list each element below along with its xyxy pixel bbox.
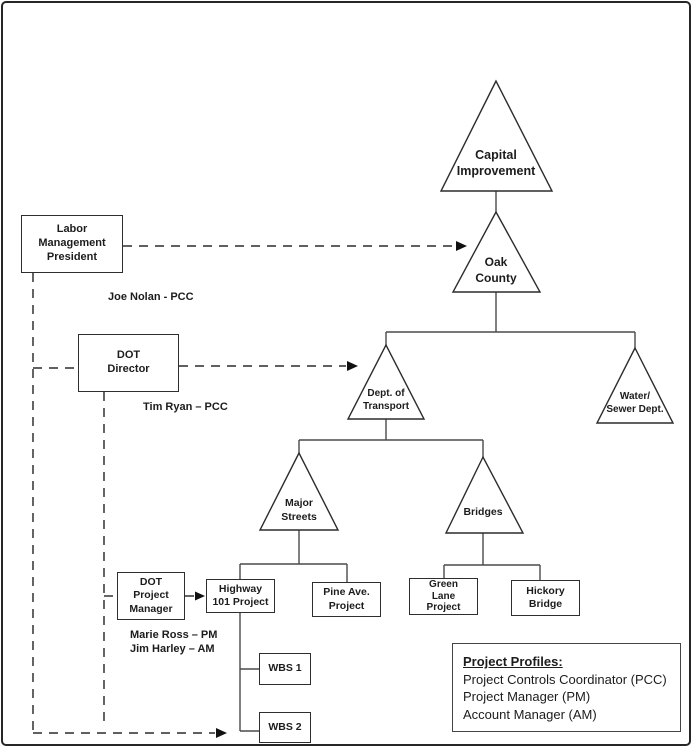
labor-management-president-label: Labor Management President — [38, 223, 106, 263]
annotation-marie-ross: Marie Ross – PM — [130, 629, 218, 641]
water-sewer-triangle — [595, 346, 675, 424]
arrowhead-highway — [195, 591, 205, 601]
dept-of-transport-triangle — [346, 343, 426, 420]
labor-management-president-box: Labor Management President — [21, 215, 123, 273]
legend-item-pcc: Project Controls Coordinator (PCC) — [463, 671, 667, 687]
diagram-border — [1, 1, 691, 746]
project-profiles-legend: Project Profiles: Project Controls Coord… — [452, 643, 681, 732]
dot-director-label: DOT Director — [107, 349, 150, 375]
hickory-bridge-label: Hickory Bridge — [526, 584, 565, 610]
dot-project-manager-label: DOT Project Manager — [129, 576, 173, 615]
arrowhead-wbs2 — [216, 728, 227, 738]
highway-101-project-box: Highway 101 Project — [206, 579, 275, 613]
node-label-oak-county: Oak County — [475, 255, 517, 285]
node-label-capital-improvement: Capital Improvement — [456, 148, 536, 179]
major-streets-triangle — [258, 451, 340, 531]
arrowheads — [195, 241, 467, 738]
triangle-nodes — [258, 79, 675, 534]
pine-ave-project-box: Pine Ave. Project — [312, 582, 381, 617]
bridges-triangle — [444, 455, 525, 534]
green-lane-project-label: Green Lane Project — [426, 579, 461, 614]
legend-title: Project Profiles: — [463, 654, 563, 669]
legend-item-pm: Project Manager (PM) — [463, 689, 591, 705]
node-label-water-sewer-dept: Water/ Sewer Dept. — [606, 391, 664, 415]
dot-director-box: DOT Director — [78, 334, 179, 392]
annotation-jim-harley: Jim Harley – AM — [130, 643, 215, 655]
hickory-bridge-box: Hickory Bridge — [511, 580, 580, 616]
wbs-1-box: WBS 1 — [259, 653, 311, 685]
annotation-tim-ryan: Tim Ryan – PCC — [143, 401, 228, 413]
wbs-1-label: WBS 1 — [268, 662, 302, 675]
dot-project-manager-box: DOT Project Manager — [117, 572, 185, 620]
node-label-dept-of-transport: Dept. of Transport — [362, 388, 410, 412]
dashed-reporting-lines — [32, 245, 455, 734]
node-label-major-streets: Major Streets — [281, 497, 317, 523]
legend-item-am: Account Manager (AM) — [463, 706, 597, 722]
wbs-2-label: WBS 2 — [268, 720, 302, 733]
highway-101-project-label: Highway 101 Project — [212, 582, 269, 608]
annotation-joe-nolan: Joe Nolan - PCC — [108, 291, 194, 303]
wbs-2-box: WBS 2 — [259, 712, 311, 743]
pine-ave-project-label: Pine Ave. Project — [323, 586, 370, 612]
green-lane-project-box: Green Lane Project — [409, 578, 478, 615]
arrowhead-oak-county — [456, 241, 467, 251]
arrowhead-dept-transport — [347, 361, 358, 371]
oak-county-triangle — [451, 210, 542, 293]
capital-improvement-triangle — [439, 79, 554, 192]
node-label-bridges: Bridges — [463, 506, 503, 518]
